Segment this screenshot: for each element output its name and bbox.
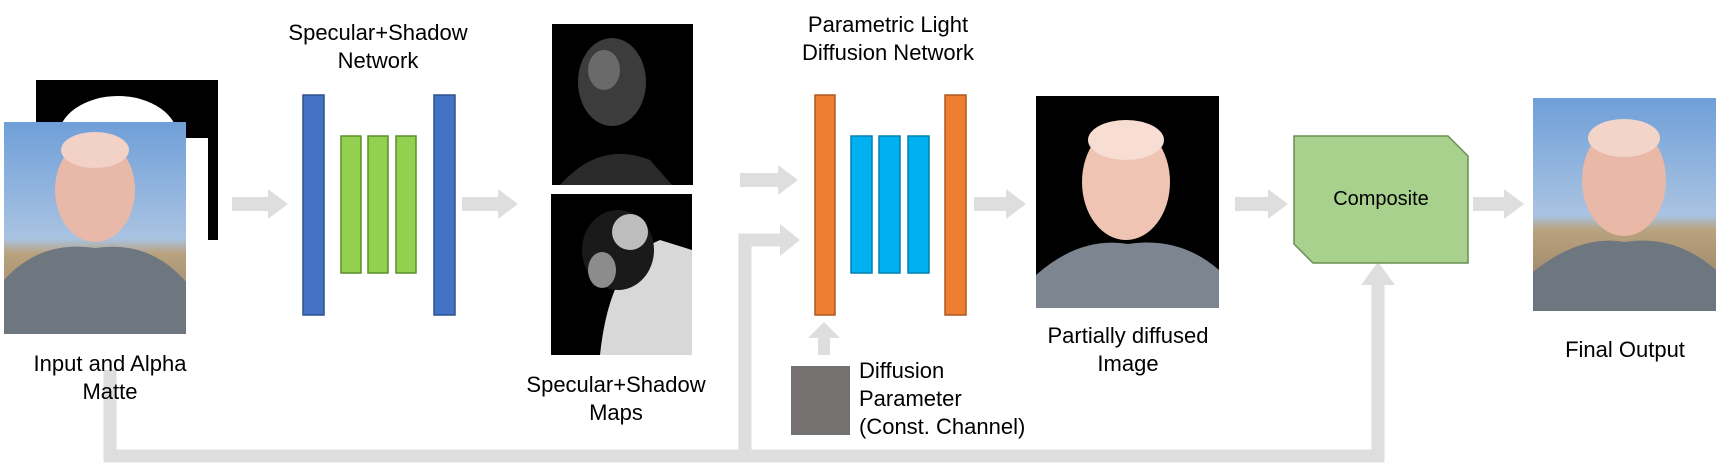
skip-arrowhead-network2 bbox=[780, 224, 800, 256]
network1-label: Specular+Shadow Network bbox=[288, 20, 468, 73]
composite-label: Composite bbox=[1333, 188, 1429, 210]
input-portrait-image bbox=[4, 122, 186, 334]
shadow-map-image bbox=[551, 194, 692, 355]
diffusion-parameter-square bbox=[791, 366, 850, 435]
network1-encoder-bar bbox=[302, 94, 325, 316]
composite-box bbox=[1293, 135, 1469, 264]
param-up-arrow bbox=[808, 322, 840, 355]
network2-label: Parametric Light Diffusion Network bbox=[802, 12, 974, 65]
network1-mid-bar-2 bbox=[367, 135, 389, 274]
network1-mid-bar-1 bbox=[340, 135, 362, 274]
light-diffusion-network bbox=[814, 94, 967, 316]
final-output-image bbox=[1533, 98, 1716, 311]
network1-mid-bar-3 bbox=[395, 135, 417, 274]
network2-mid-bar-1 bbox=[850, 135, 873, 274]
specular-map-image bbox=[552, 24, 693, 185]
final-output-label: Final Output bbox=[1565, 337, 1685, 362]
skip-connection-line bbox=[103, 233, 1385, 463]
partial-image-label: Partially diffused Image bbox=[1047, 323, 1209, 376]
network2-encoder-bar bbox=[814, 94, 836, 316]
network2-mid-bar-3 bbox=[907, 135, 930, 274]
skip-arrowhead-composite bbox=[1361, 262, 1395, 285]
network2-decoder-bar bbox=[944, 94, 967, 316]
diffusion-parameter-label: Diffusion Parameter (Const. Channel) bbox=[859, 358, 1026, 439]
network1-decoder-bar bbox=[433, 94, 456, 316]
input-label: Input and Alpha Matte bbox=[33, 351, 187, 404]
specular-shadow-network bbox=[302, 94, 456, 316]
maps-label: Specular+Shadow Maps bbox=[526, 372, 706, 425]
network2-mid-bar-2 bbox=[878, 135, 901, 274]
partially-diffused-image bbox=[1036, 96, 1219, 308]
flow-arrows bbox=[232, 165, 1524, 355]
